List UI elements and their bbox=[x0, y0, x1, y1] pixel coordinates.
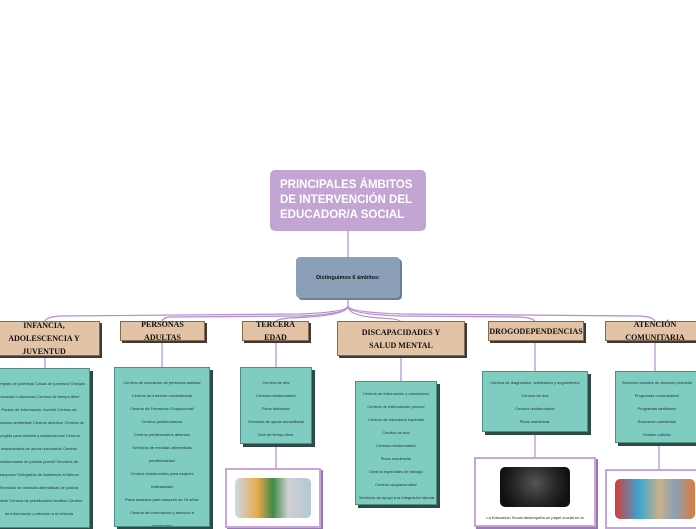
list-item: Centros de día/ bbox=[262, 380, 290, 385]
category-infancia[interactable]: INFANCIA, ADOLESCENCIA Y JUVENTUD bbox=[0, 321, 100, 356]
list-atencion-comunitaria[interactable]: Servicios sociales de atención primaria/… bbox=[615, 371, 696, 443]
list-item: residenciales de acción educativa/ Centr… bbox=[0, 446, 78, 451]
image-caption: La Educación Social desempeña un papel c… bbox=[486, 515, 584, 520]
list-item: de información y atención a la infancia bbox=[4, 511, 74, 516]
image-card-drogodependencias[interactable]: La Educación Social desempeña un papel c… bbox=[474, 457, 596, 527]
subtopic-label: Distinguimos 6 ámbitos: bbox=[316, 274, 380, 281]
list-item: Centros residenciales para mujeres bbox=[130, 471, 194, 476]
elderly-group-photo bbox=[235, 478, 311, 518]
list-personas-adultas[interactable]: Centros de educación de personas adultas… bbox=[114, 367, 210, 527]
list-drogodependencias[interactable]: Centros de diagnóstico, orientación y se… bbox=[482, 371, 588, 432]
category-label: DROGODEPENDENCIAS bbox=[489, 326, 583, 336]
central-topic[interactable]: PRINCIPALES ÁMBITOS DE INTERVENCIÓN DEL … bbox=[270, 170, 426, 231]
category-label: TERCERA EDAD bbox=[255, 320, 296, 342]
category-discapacidades[interactable]: DISCAPACIDADES Y SALUD MENTAL bbox=[337, 321, 465, 356]
list-item: Gestión cultural. bbox=[642, 432, 672, 437]
community-activity-photo bbox=[615, 479, 695, 519]
category-tercera-edad[interactable]: TERCERA EDAD bbox=[242, 320, 309, 342]
list-item: Centros ocupacionales/ bbox=[375, 482, 417, 487]
image-card-atencion-comunitaria[interactable] bbox=[605, 469, 696, 529]
list-item: juvenil/ Centros de planificación famili… bbox=[0, 498, 83, 503]
list-item: educación ambiental/ Centros abiertos/ C… bbox=[0, 420, 85, 425]
list-infancia[interactable]: Albergues de juventud/ Casas de juventud… bbox=[0, 368, 90, 528]
category-label: DISCAPACIDADES Y SALUD MENTAL bbox=[361, 327, 441, 350]
list-item: Pisos tutelados/ bbox=[261, 406, 291, 411]
list-item: Centros de estimulación precoz/ bbox=[367, 404, 425, 409]
list-item: Centros penitenciarios abiertos/ bbox=[133, 432, 191, 437]
list-item: Educación ambiental/ bbox=[637, 419, 677, 424]
list-item: Centros de día/ bbox=[382, 430, 410, 435]
list-item: Puntos de Información Juvenil/ Centros d… bbox=[1, 407, 77, 412]
subtopic-node[interactable]: Distinguimos 6 ámbitos: bbox=[296, 257, 400, 298]
list-item: Servicios de ayuda domiciliaria/ bbox=[247, 419, 305, 424]
list-item: adopción/ Delegados de Asistencia al Men… bbox=[0, 472, 80, 477]
list-item: Centros residenciales/ bbox=[515, 406, 555, 411]
list-item: Servicios sociales de atención primaria/ bbox=[621, 380, 693, 385]
list-item: Centros residenciales/ bbox=[376, 443, 416, 448]
list-item: Centros de educación de personas adultas… bbox=[123, 380, 201, 385]
category-personas-adultas[interactable]: PERSONAS ADULTAS bbox=[120, 320, 205, 342]
list-item: inmigrantes bbox=[151, 523, 173, 527]
list-item: acogida para infancia y adolescencia/ Ce… bbox=[0, 433, 80, 438]
list-item: Centros de Formación Ocupacional/ bbox=[129, 406, 195, 411]
list-item: Servicios de medidas alternativas bbox=[132, 445, 192, 450]
list-item: Centros de inserción sociolaboral/ bbox=[131, 393, 193, 398]
list-item: escuelas/ Ludotecas/ Centros de tiempo l… bbox=[0, 394, 80, 399]
list-item: Pisos asistidos para mayores de 18 años/ bbox=[124, 497, 200, 502]
list-item: Centros penitenciarios/ bbox=[141, 419, 183, 424]
image-card-tercera-edad[interactable] bbox=[225, 468, 321, 528]
list-discapacidades[interactable]: Centros de información y orientación/ Ce… bbox=[355, 381, 437, 505]
category-label: ATENCIÓN COMUNITARIA bbox=[625, 320, 685, 342]
list-item: Centros de diagnóstico, orientación y se… bbox=[490, 380, 580, 385]
category-label: PERSONAS ADULTAS bbox=[141, 320, 184, 342]
drugs-photo bbox=[500, 467, 570, 507]
list-item: Centros residenciales/ bbox=[256, 393, 296, 398]
category-label: INFANCIA, ADOLESCENCIA Y JUVENTUD bbox=[8, 321, 80, 356]
list-item: Albergues de juventud/ Casas de juventud… bbox=[0, 381, 85, 386]
category-drogodependencias[interactable]: DROGODEPENDENCIAS bbox=[488, 321, 584, 341]
list-item: Pisos-residencia/ bbox=[380, 456, 412, 461]
list-item: Servicios de medidas alternativas de jus… bbox=[0, 485, 79, 490]
list-item: Servicios de apoyo a la integración labo… bbox=[359, 495, 436, 500]
list-item: Centros de educación especial/ bbox=[368, 417, 424, 422]
list-tercera-edad[interactable]: Centros de día/ Centros residenciales/ P… bbox=[240, 367, 312, 444]
list-item: Centros de información y orientación/ bbox=[362, 391, 430, 396]
list-item: penitenciarias/ bbox=[149, 458, 175, 463]
list-item: Centros de información y atención a bbox=[129, 510, 195, 515]
list-item: Centros especiales de trabajo/ bbox=[368, 469, 424, 474]
list-item: Club de tiempo libre. bbox=[257, 432, 295, 437]
list-item: Pisos-residencia. bbox=[519, 419, 551, 424]
category-atencion-comunitaria[interactable]: ATENCIÓN COMUNITARIA bbox=[605, 320, 696, 342]
list-item: residenciales de justicia juvenil/ Servi… bbox=[0, 459, 79, 464]
central-title: PRINCIPALES ÁMBITOS DE INTERVENCIÓN DEL … bbox=[280, 179, 413, 221]
list-item: maltratadas/ bbox=[150, 484, 173, 489]
list-item: Centros de día/ bbox=[521, 393, 549, 398]
list-item: Programas familiares/ bbox=[637, 406, 677, 411]
list-item: Programas comunitarios/ bbox=[634, 393, 680, 398]
